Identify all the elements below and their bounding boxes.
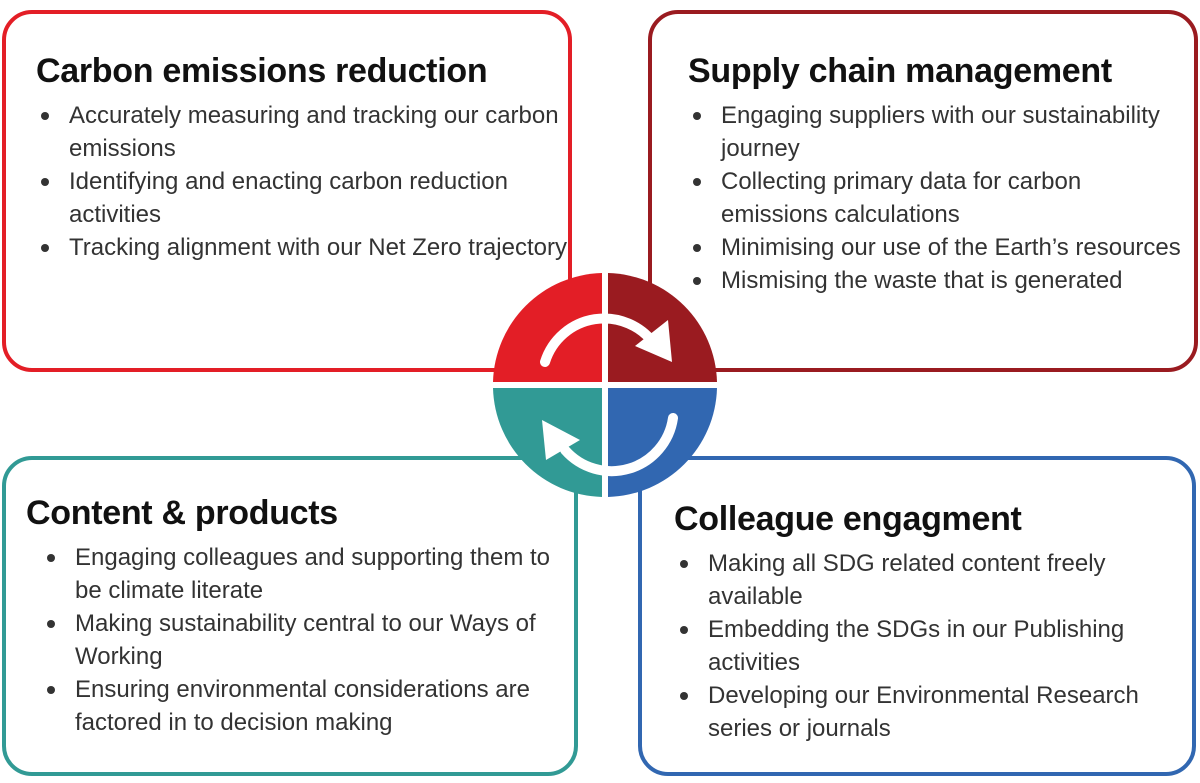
list-item: Making all SDG related content freely av… <box>680 547 1192 613</box>
colleague-engagement-box: Colleague engagment Making all SDG relat… <box>638 456 1196 776</box>
bullet-list: Accurately measuring and tracking our ca… <box>36 99 568 264</box>
box-title: Colleague engagment <box>674 500 1022 538</box>
list-item: Making sustainability central to our Way… <box>47 607 574 673</box>
carbon-emissions-box: Carbon emissions reduction Accurately me… <box>2 10 572 372</box>
supply-chain-box: Supply chain management Engaging supplie… <box>648 10 1198 372</box>
arrow-top-icon <box>540 313 660 367</box>
cycle-hub-icon <box>493 273 717 497</box>
list-item: Identifying and enacting carbon reductio… <box>41 165 568 231</box>
bullet-list: Engaging colleagues and supporting them … <box>26 541 574 739</box>
list-item: Developing our Environmental Research se… <box>680 679 1192 745</box>
arrow-head-top-icon <box>635 320 672 362</box>
list-item: Mismising the waste that is generated <box>693 264 1194 297</box>
arrow-head-bottom-icon <box>542 420 580 460</box>
list-item: Ensuring environmental considerations ar… <box>47 673 574 739</box>
arrow-bottom-icon <box>560 413 678 477</box>
list-item: Collecting primary data for carbon emiss… <box>693 165 1194 231</box>
bullet-list: Making all SDG related content freely av… <box>674 547 1192 745</box>
list-item: Engaging colleagues and supporting them … <box>47 541 574 607</box>
box-title: Content & products <box>26 494 338 532</box>
hub-quadrant-red <box>493 273 602 382</box>
list-item: Minimising our use of the Earth’s resour… <box>693 231 1194 264</box>
content-products-box: Content & products Engaging colleagues a… <box>2 456 578 776</box>
box-title: Supply chain management <box>688 52 1112 90</box>
list-item: Embedding the SDGs in our Publishing act… <box>680 613 1192 679</box>
list-item: Tracking alignment with our Net Zero tra… <box>41 231 568 264</box>
list-item: Engaging suppliers with our sustainabili… <box>693 99 1194 165</box>
box-title: Carbon emissions reduction <box>36 52 488 90</box>
bullet-list: Engaging suppliers with our sustainabili… <box>688 99 1194 297</box>
list-item: Accurately measuring and tracking our ca… <box>41 99 568 165</box>
